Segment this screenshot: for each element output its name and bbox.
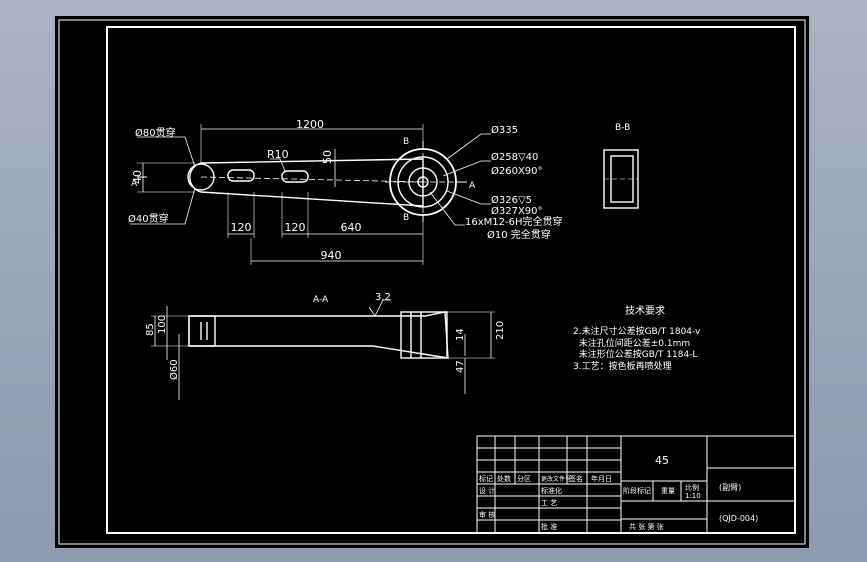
tech-line-2: 未注孔位间距公差±0.1mm <box>573 337 690 349</box>
tech-line-4: 3.工艺：按色板再喷处理 <box>573 360 672 372</box>
tech-line-1: 2.未注尺寸公差按GB/T 1804-v <box>573 325 701 337</box>
leader-d326 <box>446 190 491 205</box>
section-label-a-right: A <box>469 181 476 191</box>
part-name: (副臂) <box>719 482 741 492</box>
outer-frame <box>58 19 806 545</box>
section-label-b-bottom: B <box>403 213 409 223</box>
callout-d40: Ø40贯穿 <box>128 212 169 225</box>
title-block <box>476 435 796 534</box>
dim-60: Ø60 <box>168 359 180 380</box>
dim-50: 50 <box>321 150 334 164</box>
leader-m12 <box>429 191 465 226</box>
dim-40: 40 <box>131 170 144 184</box>
scale-value: 1:10 <box>685 492 701 500</box>
inner-frame <box>106 26 796 534</box>
tb-label-date: 年月日 <box>591 474 612 483</box>
leader-d335 <box>446 133 491 160</box>
hole-d80 <box>187 163 215 191</box>
surface-mark-value: 3.2 <box>375 292 391 303</box>
dim-120b: 120 <box>285 221 306 234</box>
dim-120a: 120 <box>231 221 252 234</box>
tb-label-mark: 标记 <box>479 474 493 483</box>
aa-bore <box>200 322 208 340</box>
section-label-b-top: B <box>403 137 409 147</box>
callout-m12: 16xM12-6H完全贯穿 <box>465 215 563 228</box>
section-label-a-left: A <box>131 179 138 189</box>
section-title-aa: A-A <box>313 295 329 305</box>
callout-d258: Ø258▽40 <box>491 151 538 163</box>
leader-d80 <box>137 136 196 168</box>
tb-label-approve: 批 准 <box>541 522 557 531</box>
tb-label-zone: 分区 <box>517 474 531 483</box>
title-block-text: 45 (副臂) (QJD-004) 1:10 标记 处数 分区 更改文件号 签名… <box>479 454 758 531</box>
tech-requirements: 技术要求 2.未注尺寸公差按GB/T 1804-v 未注孔位间距公差±0.1mm… <box>573 304 701 372</box>
section-aa-view <box>151 299 495 400</box>
leader-d258 <box>442 160 491 177</box>
tb-label-standard: 标准化 <box>541 486 562 495</box>
material-value: 45 <box>655 454 669 467</box>
dim-940: 940 <box>321 249 342 262</box>
slot-2 <box>281 170 309 183</box>
callout-d80: Ø80贯穿 <box>135 126 176 139</box>
tb-label-check: 审 核 <box>479 510 495 519</box>
tb-label-weight: 重量 <box>661 487 675 495</box>
dim-210: 210 <box>495 321 506 340</box>
arm-outline <box>189 158 424 207</box>
tb-label-count: 处数 <box>497 474 511 483</box>
tech-title: 技术要求 <box>625 304 665 317</box>
leader-r10 <box>270 158 286 172</box>
dim-100: 100 <box>157 315 168 334</box>
callout-d326: Ø326▽5 <box>491 194 532 206</box>
tb-label-sheets: 共 张 第 张 <box>629 522 664 531</box>
top-view <box>130 124 491 265</box>
section-aa-labels: 3.2 85 100 Ø60 14 47 210 <box>145 292 506 380</box>
tb-label-stage: 阶段标记 <box>623 486 651 495</box>
surface-roughness-mark <box>368 299 391 317</box>
dim-640: 640 <box>341 221 362 234</box>
leader-d40 <box>130 187 196 225</box>
dim-14: 14 <box>455 328 466 341</box>
aa-boss <box>188 315 216 347</box>
aa-hub <box>400 311 448 359</box>
dim-47: 47 <box>455 360 466 373</box>
cad-drawing-canvas: 1200 R10 50 40 120 120 640 940 Ø80贯穿 Ø40… <box>55 16 809 548</box>
dim-1200: 1200 <box>296 118 324 131</box>
callout-d260: Ø260X90° <box>491 165 543 177</box>
arm-centerline <box>200 176 426 183</box>
tb-label-sign: 签名 <box>569 474 583 483</box>
callout-d10: Ø10 完全贯穿 <box>487 228 551 241</box>
tech-line-3: 未注形位公差按GB/T 1184-L <box>573 348 697 360</box>
cad-drawing-svg: 1200 R10 50 40 120 120 640 940 Ø80贯穿 Ø40… <box>58 19 806 545</box>
aa-body <box>188 311 449 359</box>
tb-label-scale: 比例 <box>685 483 699 492</box>
tb-label-process: 工 艺 <box>541 499 557 507</box>
callout-d327: Ø327X90° <box>491 205 543 217</box>
tb-label-change: 更改文件号 <box>541 475 571 483</box>
callout-d335: Ø335 <box>491 124 518 136</box>
section-bb-view <box>603 149 639 209</box>
section-title-bb: B-B <box>615 123 630 133</box>
tb-label-design: 设 计 <box>479 486 495 495</box>
drawing-number: (QJD-004) <box>719 514 758 523</box>
slot-1 <box>227 169 255 182</box>
top-view-labels: 1200 R10 50 40 120 120 640 940 Ø80贯穿 Ø40… <box>128 118 630 305</box>
dim-r10: R10 <box>267 148 289 161</box>
dim-85: 85 <box>145 323 156 336</box>
